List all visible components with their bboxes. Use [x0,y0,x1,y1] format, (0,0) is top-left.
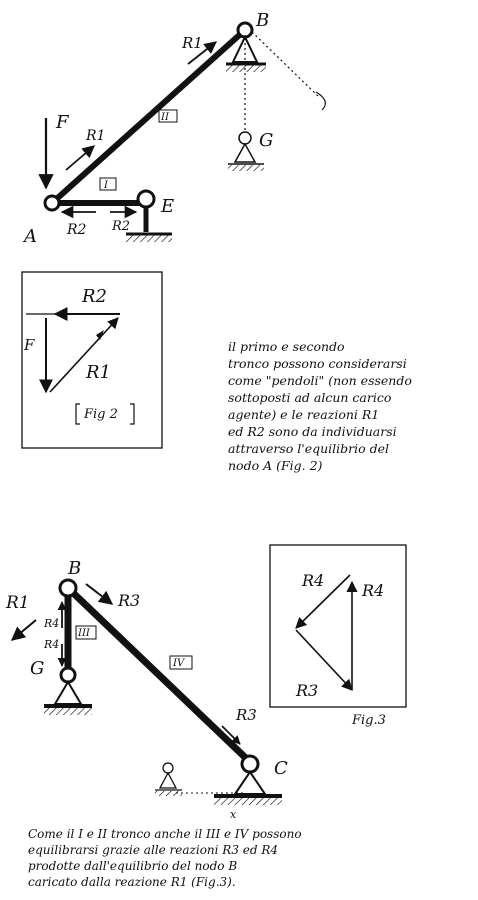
d2-label-r3-member: R3 [235,706,257,724]
d2-label-member-3: III [77,628,91,639]
d2-label-r4: R4 [43,617,59,630]
support-c [214,754,282,805]
note-1: il primo e secondo tronco possono consid… [228,339,412,473]
hinge-a [43,194,61,212]
label-member-1: I [103,180,109,191]
label-f: F [55,112,70,133]
dotted-support [155,762,182,796]
r1-upper-arrow [187,41,217,65]
label-e: E [160,196,174,217]
label-b: B [255,10,269,31]
label-r2-left: R2 [66,222,87,238]
support-e [126,189,172,242]
fig3-label-r4-left: R4 [301,571,324,590]
fig3-r4-left-arrow [295,574,351,629]
d2-label-member-4: IV [172,658,186,669]
fig2-label-r1: R1 [85,362,111,383]
member-ab [49,27,248,206]
label-r1-mid: R1 [85,128,105,144]
structure-diagram-1: B R1 G F R1 I II E A R2 R2 [22,10,326,247]
d2-r3-member-arrow [221,725,241,745]
support-g [228,131,264,171]
support-g2 [44,666,92,715]
fig3-label-r3: R3 [295,681,318,700]
fig3-caption: Fig.3 [351,713,386,728]
d2-label-b: B [67,558,81,579]
label-g: G [259,130,273,151]
d2-r1-arrow [10,619,37,641]
label-r2-right: R2 [111,219,130,234]
fig2-caption: Fig 2 [83,407,118,422]
d2-r3-top-arrow [85,583,114,605]
d2-label-r4-lower: R4 [43,638,59,651]
fig2-label-f: F [23,336,35,354]
fig3-label-r4-right: R4 [361,581,384,600]
dotted-line-b-right [251,31,319,97]
fig2-r1-arrow [49,317,119,393]
fig3-r3-arrow [295,629,353,691]
d2-label-r3-top: R3 [117,591,140,610]
d2-label-g: G [30,658,44,679]
note-2: Come il I e II tronco anche il III e IV … [28,827,302,889]
d2-label-r1: R1 [5,593,30,613]
structure-diagram-2: B R1 R3 R4 R4 III IV G R3 C x [5,558,288,821]
d2-label-c: C [274,758,288,779]
label-r1-upper: R1 [181,34,203,52]
label-a: A [22,226,37,247]
label-member-2: II [160,112,170,123]
member-bc [64,584,254,766]
fig3-box: R4 R4 R3 Fig.3 [269,544,407,728]
fig2-label-r2: R2 [81,286,107,307]
hinge-b2 [58,578,78,598]
d2-label-x: x [230,808,237,821]
fig2-box: R2 F R1 Fig 2 [21,271,163,449]
r1-mid-arrow [65,145,95,171]
